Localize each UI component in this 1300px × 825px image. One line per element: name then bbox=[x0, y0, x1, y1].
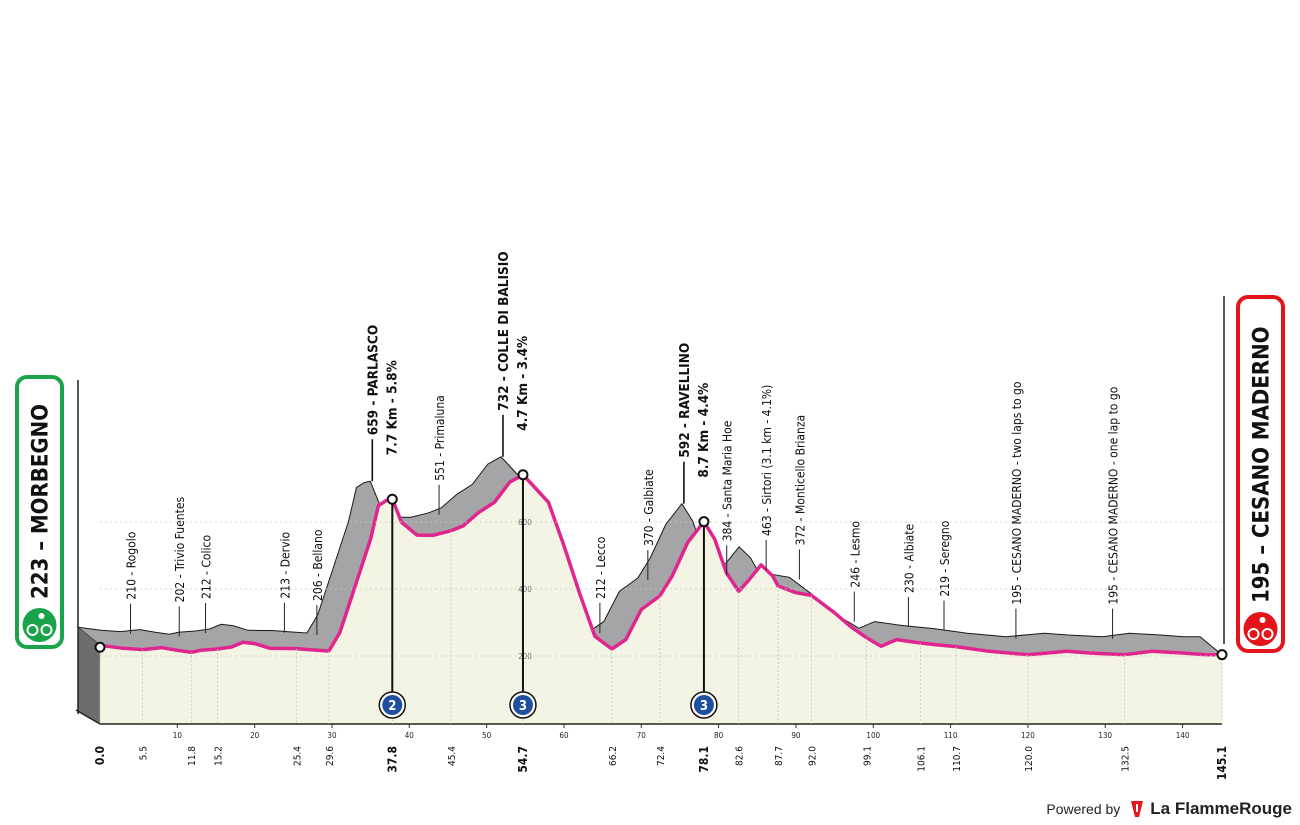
km-marker-label: 66.2 bbox=[608, 746, 619, 766]
x-tick-label: 110 bbox=[944, 731, 958, 740]
climb-badges: 2 3 3 bbox=[378, 691, 718, 719]
km-marker-label: 145.1 bbox=[1215, 746, 1229, 780]
km-marker-label: 54.7 bbox=[516, 746, 530, 773]
waypoint-label: 210 - Rogolo bbox=[125, 531, 139, 599]
km-marker-label: 82.6 bbox=[735, 746, 746, 766]
climb-detail-label: 8.7 Km - 4.4% bbox=[696, 383, 712, 478]
finish-dot bbox=[1216, 649, 1228, 661]
km-marker-label: 99.1 bbox=[862, 746, 873, 766]
climb-detail-label: 7.7 Km - 5.8% bbox=[384, 360, 400, 455]
waypoint-label: 202 - Trivio Fuentes bbox=[173, 497, 187, 603]
x-tick-label: 30 bbox=[327, 731, 337, 740]
waypoint-label: 219 - Seregno bbox=[938, 520, 952, 596]
climb-summit-dot bbox=[698, 516, 710, 528]
km-marker-label: 45.4 bbox=[447, 746, 458, 766]
climb-name-label: 592 - RAVELLINO bbox=[677, 343, 693, 458]
start-wheel-icon bbox=[26, 624, 39, 636]
km-marker-label: 25.4 bbox=[292, 746, 303, 766]
waypoint-label: 463 - Sirtori (3.1 km - 4.1%) bbox=[760, 385, 774, 536]
x-tick-label: 130 bbox=[1098, 731, 1112, 740]
km-marker-label: 0.0 bbox=[93, 746, 107, 765]
x-tick-label: 140 bbox=[1176, 731, 1190, 740]
x-tick-label: 10 bbox=[173, 731, 183, 740]
waypoint-label: 212 - Colico bbox=[200, 535, 214, 599]
x-tick-label: 50 bbox=[482, 731, 492, 740]
waypoint-labels: 210 - Rogolo 202 - Trivio Fuentes 212 - Co… bbox=[94, 251, 1228, 694]
profile-side-wall bbox=[78, 627, 100, 724]
finish-wheel-icon bbox=[1261, 628, 1274, 640]
x-tick-label: 120 bbox=[1021, 731, 1035, 740]
x-tick-label: 100 bbox=[866, 731, 880, 740]
km-marker-label: 87.7 bbox=[774, 746, 785, 766]
waypoint-label: 230 - Albiate bbox=[902, 524, 916, 593]
finish-rider-head-icon bbox=[1259, 617, 1266, 623]
start-finish-banners: 223 – MORBEGNO 195 – CESANO MADERNO bbox=[15, 295, 1285, 714]
flame-logo-icon bbox=[1131, 801, 1144, 817]
waypoint-label: 195 - CESANO MADERNO - one lap to go bbox=[1107, 386, 1121, 604]
waypoint-label: 370 - Galbiate bbox=[642, 469, 656, 546]
x-tick-label: 60 bbox=[559, 731, 569, 740]
waypoint-label: 551 - Primaluna bbox=[433, 395, 447, 481]
waypoint-label: 195 - CESANO MADERNO - two laps to go bbox=[1010, 381, 1024, 605]
km-marker-label: 37.8 bbox=[385, 746, 399, 773]
climb-name-label: 659 - PARLASCO bbox=[365, 325, 381, 435]
climb-summit-dot bbox=[517, 469, 529, 481]
start-wheel-icon bbox=[40, 624, 53, 636]
profile-front-area bbox=[100, 474, 1222, 724]
climb-name-label: 732 - COLLE DI BALISIO bbox=[496, 251, 512, 410]
km-marker-label: 110.7 bbox=[952, 746, 963, 772]
km-marker-label: 132.5 bbox=[1121, 746, 1132, 772]
climb-badge bbox=[512, 695, 533, 715]
start-cyclist-icon bbox=[22, 608, 57, 642]
waypoint-label: 206 - Bellano bbox=[311, 529, 325, 601]
elevation-line bbox=[99, 473, 1222, 657]
km-marker-label: 78.1 bbox=[697, 746, 711, 773]
profile-area bbox=[75, 456, 1224, 725]
start-label: 223 – MORBEGNO bbox=[29, 404, 54, 599]
brand-name: La FlammeRouge bbox=[1150, 799, 1292, 818]
altitude-tick-label: 600 bbox=[518, 518, 532, 527]
x-tick-label: 40 bbox=[405, 731, 415, 740]
km-marker-label: 106.1 bbox=[916, 746, 927, 772]
x-tick-label: 90 bbox=[791, 731, 801, 740]
waypoint-label: 372 - Monticello Brianza bbox=[793, 415, 807, 546]
x-tick-label: 20 bbox=[250, 731, 260, 740]
start-banner bbox=[15, 375, 64, 649]
km-marker-label: 5.5 bbox=[139, 746, 150, 760]
finish-banner bbox=[1236, 295, 1285, 653]
waypoint-label: 213 - Dervio bbox=[278, 532, 292, 599]
climb-summit-dot bbox=[386, 493, 398, 505]
climb-badge bbox=[693, 695, 714, 715]
km-marker-label: 11.8 bbox=[187, 746, 198, 766]
km-marker-label: 120.0 bbox=[1024, 746, 1035, 772]
climb-badge bbox=[382, 695, 403, 715]
climb-category-label: 3 bbox=[519, 699, 527, 714]
km-marker-label: 72.4 bbox=[656, 746, 667, 766]
x-tick-label: 80 bbox=[714, 731, 724, 740]
km-marker-label: 92.0 bbox=[807, 746, 818, 766]
finish-label: 195 – CESANO MADERNO bbox=[1250, 327, 1275, 603]
finish-wheel-icon bbox=[1247, 628, 1260, 640]
climb-category-label: 2 bbox=[388, 699, 396, 714]
start-rider-head-icon bbox=[38, 613, 45, 619]
waypoint-label: 384 - Santa Maria Hoe bbox=[721, 420, 735, 541]
powered-by: Powered by La FlammeRouge bbox=[1046, 799, 1292, 819]
waypoint-label: 246 - Lesmo bbox=[848, 521, 862, 588]
km-marker-label: 15.2 bbox=[214, 746, 225, 766]
start-dot bbox=[94, 641, 106, 653]
finish-cyclist-icon bbox=[1243, 612, 1278, 646]
profile-base-edge bbox=[75, 709, 101, 725]
distance-axis: 10 20 30 40 50 60 70 80 90 100 110 120 130 140 0.0 5.5 1… bbox=[93, 724, 1229, 780]
x-tick-label: 70 bbox=[637, 731, 647, 740]
powered-by-label: Powered by bbox=[1046, 801, 1121, 817]
climb-detail-label: 4.7 Km - 3.4% bbox=[515, 336, 531, 431]
km-marker-label: 29.6 bbox=[325, 746, 336, 766]
altitude-tick-label: 200 bbox=[518, 652, 532, 661]
waypoint-label: 212 - Lecco bbox=[594, 536, 608, 599]
altitude-tick-label: 400 bbox=[518, 585, 532, 594]
climb-category-label: 3 bbox=[700, 699, 708, 714]
